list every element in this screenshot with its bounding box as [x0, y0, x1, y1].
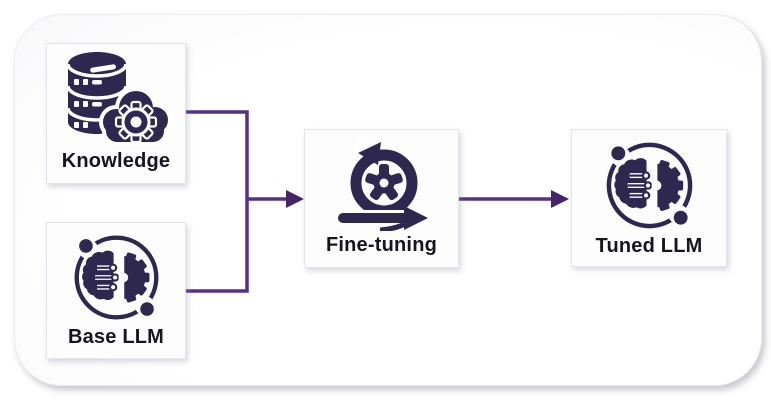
database-cloud-gear-icon [51, 50, 181, 150]
node-tuned-llm: Tuned LLM [571, 129, 727, 267]
iteration-sprint-gear-icon [309, 136, 454, 234]
brain-gear-circuit-icon [576, 136, 722, 235]
node-label-fine-tuning: Fine-tuning [325, 234, 438, 256]
node-base-llm: Base LLM [46, 222, 186, 359]
node-label-base-llm: Base LLM [67, 326, 165, 348]
brain-gear-circuit-icon [51, 229, 181, 326]
node-fine-tuning: Fine-tuning [304, 129, 459, 268]
node-label-tuned-llm: Tuned LLM [595, 235, 703, 257]
node-label-knowledge: Knowledge [61, 150, 171, 172]
node-knowledge: Knowledge [46, 43, 186, 184]
